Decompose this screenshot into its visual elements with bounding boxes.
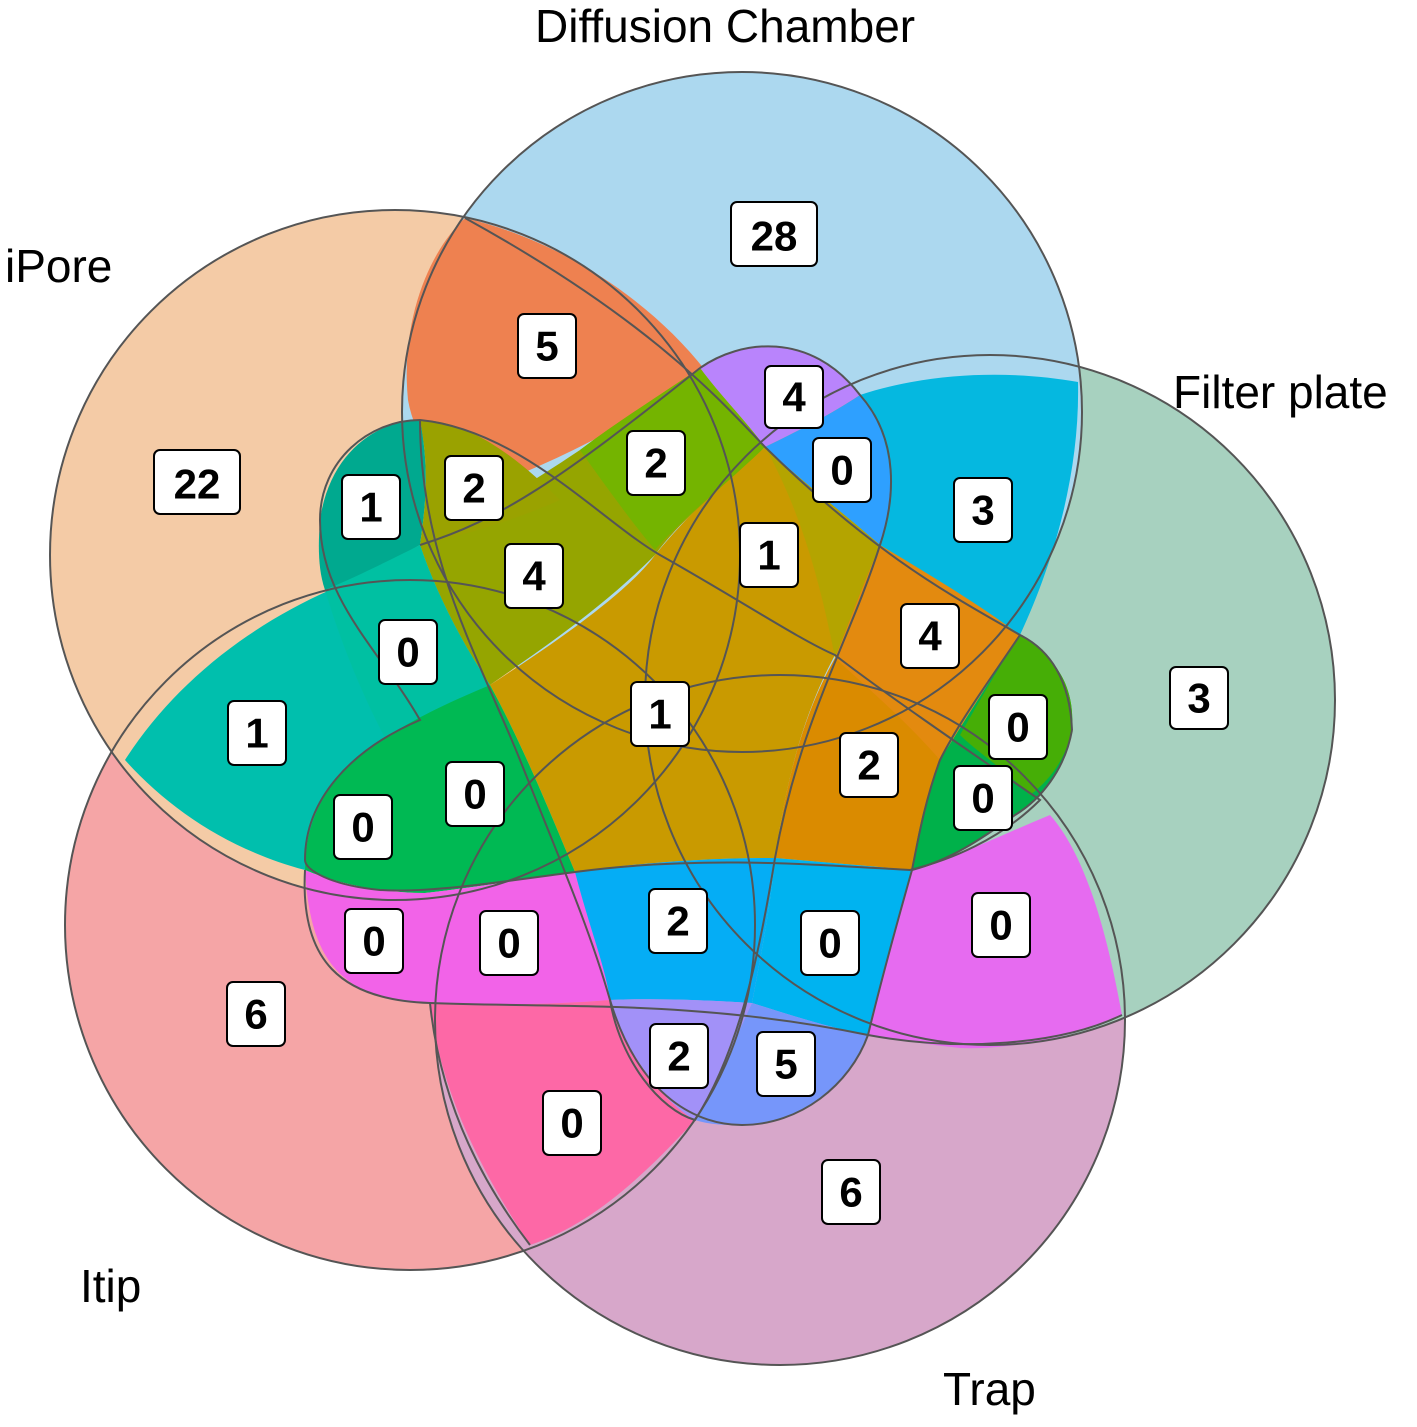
outline-petal-d — [303, 869, 1123, 1046]
svg-text:3: 3 — [971, 487, 994, 534]
count-itip-only: 6 — [226, 981, 286, 1047]
count-r-4a: 4 — [764, 365, 824, 429]
svg-text:2: 2 — [644, 440, 667, 487]
svg-text:6: 6 — [839, 1169, 862, 1216]
count-r-1c: 1 — [227, 700, 287, 766]
count-r-0g: 0 — [344, 908, 404, 974]
outline-diffusion-chamber — [401, 71, 1083, 753]
count-r-2a: 2 — [626, 430, 686, 496]
outline-petal-f — [429, 1002, 531, 1246]
svg-text:0: 0 — [351, 804, 374, 851]
svg-text:6: 6 — [244, 991, 267, 1038]
count-r-1d: 1 — [630, 681, 690, 747]
svg-text:4: 4 — [522, 553, 546, 600]
count-r-1a: 1 — [341, 474, 401, 540]
count-filter-only: 3 — [1169, 666, 1229, 730]
count-r-3: 3 — [953, 477, 1013, 543]
count-r-2b: 2 — [444, 455, 504, 521]
outline-petal-a — [303, 418, 1042, 892]
set-labels: Diffusion Chamber iPore Filter plate Iti… — [5, 0, 1388, 1415]
svg-text:0: 0 — [818, 920, 841, 967]
svg-text:2: 2 — [667, 1033, 690, 1080]
count-r-0i: 0 — [800, 910, 860, 976]
outline-petal-i — [419, 367, 701, 546]
count-r-0a: 0 — [812, 437, 872, 503]
label-itip: Itip — [80, 1260, 141, 1312]
svg-text:1: 1 — [757, 532, 780, 579]
label-ipore: iPore — [5, 240, 112, 292]
svg-text:3: 3 — [1187, 675, 1210, 722]
svg-text:2: 2 — [462, 465, 485, 512]
count-r-0h: 0 — [479, 910, 539, 976]
count-r-0j: 0 — [971, 892, 1031, 958]
svg-text:4: 4 — [918, 613, 942, 660]
count-r-5a: 5 — [517, 313, 577, 379]
svg-text:2: 2 — [857, 742, 880, 789]
svg-text:5: 5 — [774, 1041, 797, 1088]
count-r-5b: 5 — [756, 1031, 816, 1097]
count-r-2c: 2 — [839, 732, 899, 798]
count-r-2e: 2 — [649, 1023, 709, 1089]
count-trap-only: 6 — [821, 1159, 881, 1225]
svg-text:1: 1 — [648, 691, 671, 738]
count-r-0b: 0 — [378, 619, 438, 685]
count-ipore-only: 22 — [153, 449, 241, 515]
outline-petal-g — [867, 869, 913, 1036]
label-filter-plate: Filter plate — [1173, 366, 1388, 418]
svg-text:0: 0 — [830, 447, 853, 494]
outline-trap — [434, 674, 1126, 1366]
outline-petal-e — [609, 999, 869, 1127]
count-diffusion-only: 28 — [730, 201, 818, 267]
outline-itip — [64, 579, 756, 1271]
region-counts: 28 22 3 6 6 5 4 0 3 2 1 2 1 4 4 0 1 1 0 … — [153, 201, 1229, 1225]
svg-text:1: 1 — [245, 710, 268, 757]
count-r-1b: 1 — [739, 522, 799, 588]
count-r-0c: 0 — [988, 694, 1048, 760]
svg-text:0: 0 — [463, 771, 486, 818]
svg-text:0: 0 — [971, 775, 994, 822]
svg-text:0: 0 — [560, 1100, 583, 1147]
outline-petal-j — [911, 729, 1073, 871]
label-diffusion-chamber: Diffusion Chamber — [535, 0, 915, 52]
count-r-4b: 4 — [504, 543, 564, 609]
svg-text:4: 4 — [782, 374, 806, 421]
svg-text:0: 0 — [362, 918, 385, 965]
svg-text:22: 22 — [174, 461, 221, 508]
svg-text:5: 5 — [535, 323, 558, 370]
count-r-2d: 2 — [648, 888, 708, 954]
count-r-0f: 0 — [333, 794, 393, 860]
count-r-4c: 4 — [900, 603, 960, 669]
count-r-0k: 0 — [542, 1090, 602, 1156]
svg-text:0: 0 — [989, 902, 1012, 949]
outline-petal-b — [419, 345, 892, 1122]
svg-text:0: 0 — [497, 920, 520, 967]
outline-petal-c — [464, 217, 1073, 731]
label-trap: Trap — [943, 1363, 1036, 1415]
svg-text:28: 28 — [751, 213, 798, 260]
outline-petal-h — [911, 634, 1021, 871]
count-r-0d: 0 — [445, 761, 505, 827]
svg-text:1: 1 — [359, 484, 382, 531]
svg-text:0: 0 — [1006, 704, 1029, 751]
svg-text:0: 0 — [396, 629, 419, 676]
svg-text:2: 2 — [666, 898, 689, 945]
count-r-0e: 0 — [953, 765, 1013, 831]
